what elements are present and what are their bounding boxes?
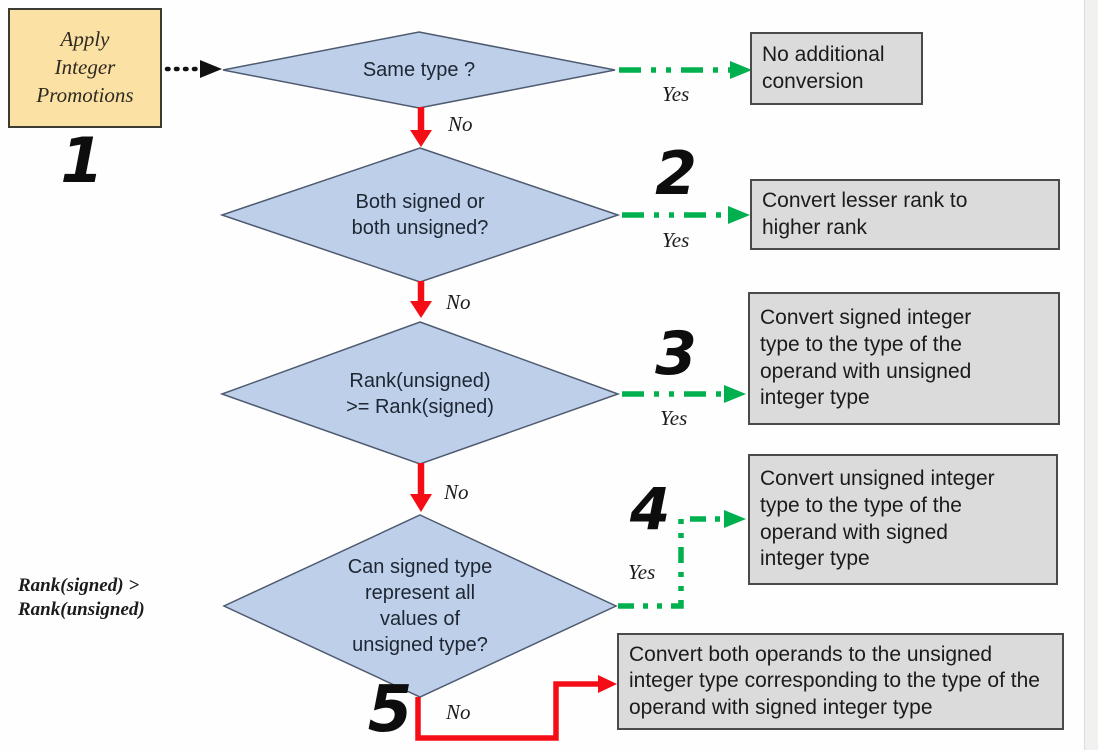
no-label-4: No: [446, 700, 471, 724]
start-arrow: [164, 60, 222, 78]
start-line-1: Apply: [60, 27, 110, 52]
decision-3-label: Rank(unsigned) >= Rank(signed): [346, 370, 494, 418]
yes-arrow-2: [622, 206, 750, 224]
step-number-1: 1: [60, 124, 104, 197]
start-line-2: Integer: [54, 55, 116, 80]
no-label-3: No: [444, 480, 469, 504]
yes-label-2: Yes: [662, 228, 690, 252]
result-box-3: Convert signed integer type to the type …: [748, 292, 1060, 425]
no-arrow-1: [410, 107, 432, 147]
step-number-3: 3: [655, 319, 697, 389]
result-text-4: Convert unsigned integer type to the typ…: [760, 467, 995, 571]
result-text-5: Convert both operands to the unsigned in…: [629, 642, 1040, 719]
decision-4-label: Can signed type represent all values of …: [347, 556, 493, 656]
yes-arrow-1: [619, 61, 752, 79]
yes-arrow-3: [622, 385, 746, 403]
no-label-1: No: [448, 112, 473, 136]
step-number-5: 5: [367, 673, 413, 747]
result-box-1: No additional conversion: [750, 32, 923, 105]
no-arrow-2: [410, 281, 432, 318]
rank-side-note-line-1: Rank(signed) >: [18, 575, 140, 596]
rank-side-note-line-2: Rank(unsigned): [18, 599, 145, 621]
no-arrow-3: [410, 463, 432, 512]
decision-1-label: Same type ?: [362, 59, 476, 81]
start-node: Apply Integer Promotions: [8, 8, 162, 128]
result-text-3: Convert signed integer type to the type …: [760, 306, 972, 410]
result-text-1: No additional conversion: [762, 42, 885, 93]
result-box-2: Convert lesser rank to higher rank: [750, 179, 1060, 250]
step-number-4: 4: [629, 475, 671, 543]
page-edge-strip: [1084, 0, 1098, 750]
result-box-5: Convert both operands to the unsigned in…: [617, 633, 1064, 730]
yes-label-4: Yes: [628, 560, 656, 584]
no-label-2: No: [446, 290, 471, 314]
yes-label-3: Yes: [660, 406, 688, 430]
yes-label-1: Yes: [662, 82, 690, 106]
step-number-2: 2: [655, 139, 697, 209]
rank-side-note: Rank(signed) > Rank(unsigned): [18, 574, 198, 623]
yes-arrow-4: [618, 510, 746, 609]
no-arrow-4: [415, 675, 617, 741]
result-text-2: Convert lesser rank to higher rank: [762, 188, 968, 239]
decision-2-label: Both signed or both unsigned?: [351, 191, 489, 239]
start-line-3: Promotions: [36, 82, 134, 107]
result-box-4: Convert unsigned integer type to the typ…: [748, 454, 1058, 585]
